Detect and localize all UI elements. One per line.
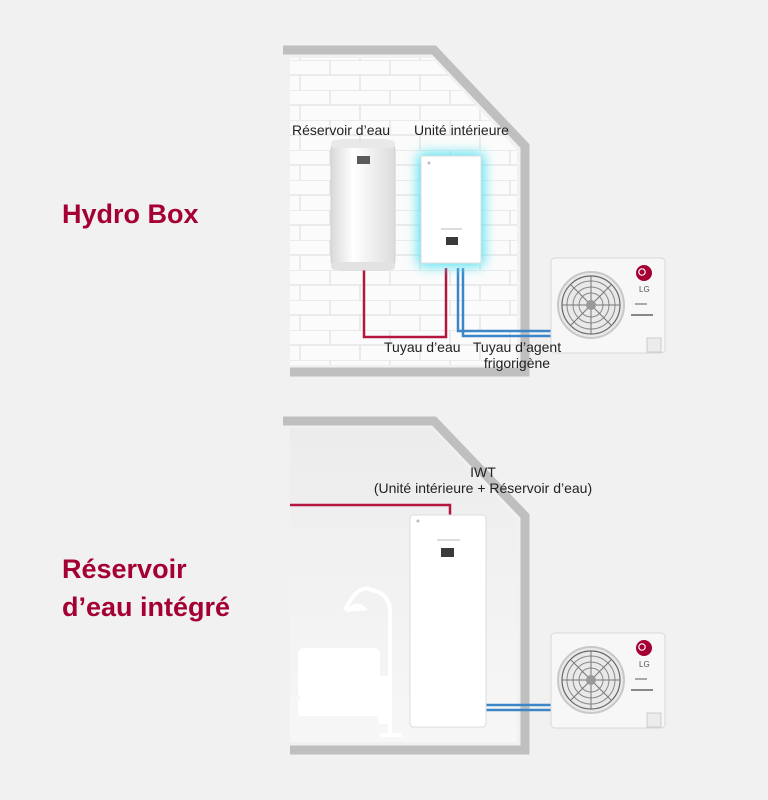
refrigerant-pipe-label-line1: Tuyau d’agent — [472, 339, 562, 355]
heading-hydro-box: Hydro Box — [62, 199, 199, 229]
lg-logo-icon — [636, 640, 652, 656]
fan-icon — [557, 646, 625, 714]
iwt-display — [441, 548, 454, 557]
tank-label: Réservoir d’eau — [292, 122, 391, 138]
tank-display — [357, 156, 370, 164]
lg-logo-icon — [636, 265, 652, 281]
water-pipe — [362, 268, 448, 339]
refrigerant-pipe — [484, 703, 556, 712]
indoor-unit-label: Unité intérieure — [414, 122, 509, 138]
refrigerant-pipe-label-line2: frigorigène — [483, 355, 551, 371]
heading-integrated-tank-line2: d’eau intégré — [62, 592, 231, 622]
indoor-unit-display — [446, 237, 458, 245]
heading-integrated-tank: Réservoir d’eau intégré — [62, 550, 230, 626]
water-tank — [330, 139, 396, 271]
iwt-unit — [409, 514, 487, 728]
outdoor-brand: LG — [639, 285, 650, 294]
water-pipe — [290, 503, 452, 518]
water-pipe-label: Tuyau d’eau — [384, 339, 461, 355]
floor-lamp-icon — [343, 586, 402, 737]
heading-integrated-tank-line1: Réservoir — [62, 554, 187, 584]
refrigerant-pipe — [456, 268, 556, 338]
iwt-label: IWT (Unité intérieure + Réservoir d’eau) — [352, 464, 614, 496]
sofa-icon — [298, 648, 392, 724]
iwt-label-line2: (Unité intérieure + Réservoir d’eau) — [373, 480, 593, 496]
iwt-label-line1: IWT — [470, 464, 496, 480]
indoor-unit — [418, 153, 484, 266]
refrigerant-pipe-label: Tuyau d’agent frigorigène — [472, 339, 562, 371]
fan-icon — [557, 271, 625, 339]
outdoor-unit: LG — [550, 632, 666, 729]
outdoor-unit: LG — [550, 257, 666, 354]
outdoor-brand: LG — [639, 660, 650, 669]
house-hydro-box — [283, 45, 530, 377]
